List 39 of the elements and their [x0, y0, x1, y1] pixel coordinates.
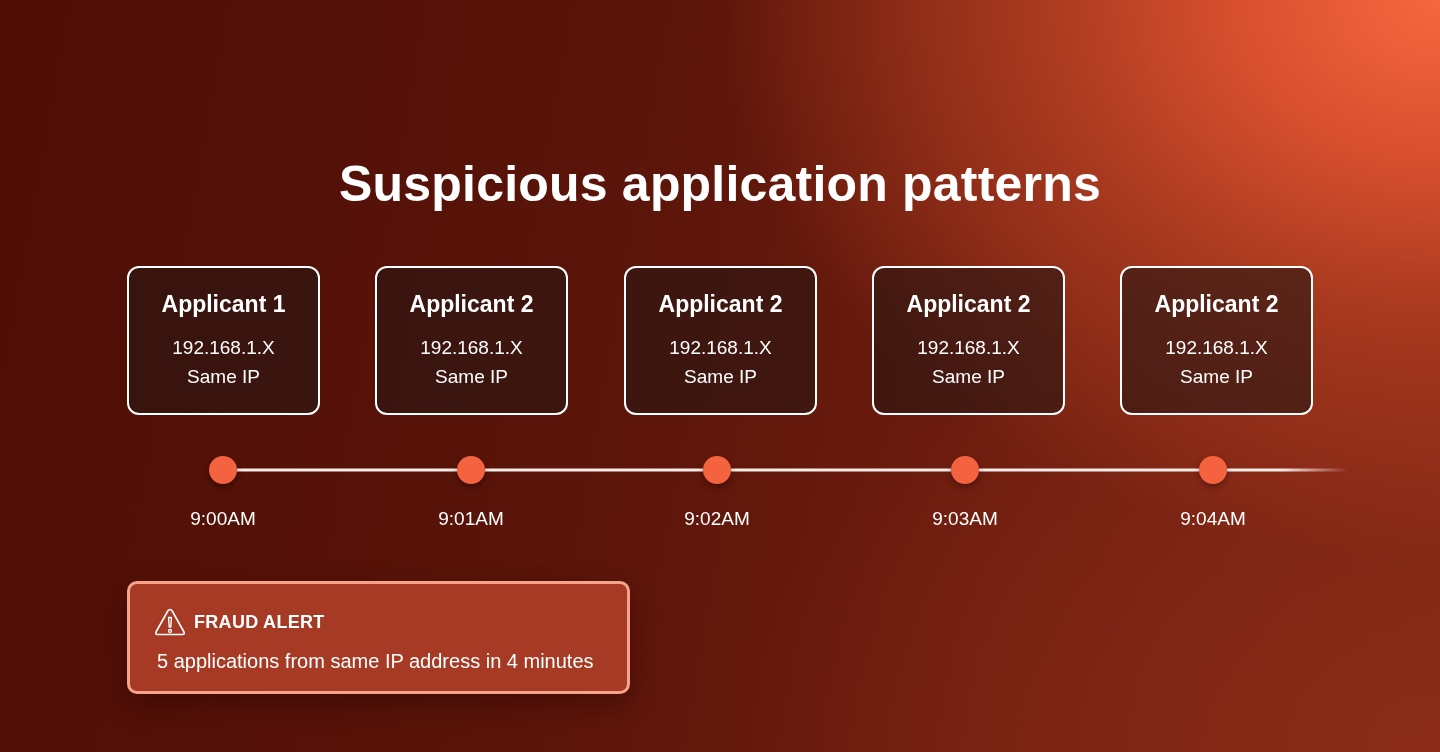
ip-note: Same IP — [1180, 365, 1253, 389]
card-heading: Applicant 2 — [906, 290, 1031, 318]
applicant-card — [624, 266, 817, 415]
timeline-dot — [1199, 456, 1227, 484]
ip-note: Same IP — [684, 365, 757, 389]
applicant-card — [127, 266, 320, 415]
ip-address: 192.168.1.X — [420, 336, 523, 360]
alert-panel — [127, 581, 630, 694]
time-label: 9:04AM — [1180, 507, 1246, 531]
time-label: 9:01AM — [438, 507, 504, 531]
applicant-card — [1120, 266, 1313, 415]
card-heading: Applicant 2 — [409, 290, 534, 318]
ip-address: 192.168.1.X — [669, 336, 772, 360]
timeline-line — [979, 468, 1199, 472]
ip-note: Same IP — [187, 365, 260, 389]
timeline-line — [237, 468, 457, 472]
timeline-dot — [951, 456, 979, 484]
timeline-line — [731, 468, 951, 472]
applicant-card — [375, 266, 568, 415]
alert-heading: FRAUD ALERT — [194, 611, 325, 633]
alert-message: 5 applications from same IP address in 4 minutes — [157, 649, 594, 674]
ip-address: 192.168.1.X — [1165, 336, 1268, 360]
timeline-dot — [209, 456, 237, 484]
title: Suspicious application patterns — [339, 155, 1101, 214]
card-heading: Applicant 2 — [1154, 290, 1279, 318]
timeline-dot — [457, 456, 485, 484]
timeline-dot — [703, 456, 731, 484]
ip-note: Same IP — [932, 365, 1005, 389]
ip-address: 192.168.1.X — [172, 336, 275, 360]
time-label: 9:03AM — [932, 507, 998, 531]
ip-address: 192.168.1.X — [917, 336, 1020, 360]
card-heading: Applicant 2 — [658, 290, 783, 318]
card-heading: Applicant 1 — [161, 290, 286, 318]
timeline-line — [1227, 468, 1348, 472]
time-label: 9:00AM — [190, 507, 256, 531]
applicant-card — [872, 266, 1065, 415]
ip-note: Same IP — [435, 365, 508, 389]
timeline-line — [485, 468, 703, 472]
time-label: 9:02AM — [684, 507, 750, 531]
